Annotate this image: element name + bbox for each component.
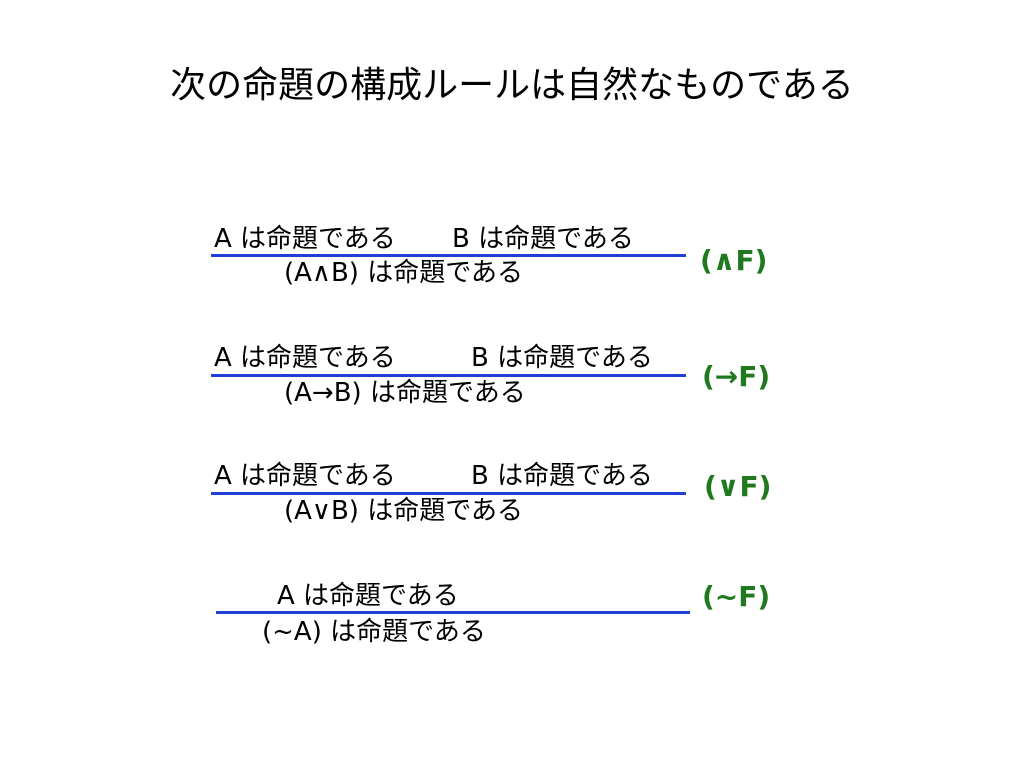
inference-bar bbox=[211, 374, 686, 377]
rule-name: (∧F) bbox=[700, 244, 768, 277]
rule-name: (→F) bbox=[702, 360, 771, 393]
premise-a: A は命題である bbox=[214, 461, 396, 491]
premise-a: A は命題である bbox=[214, 343, 396, 373]
rule-name: (~F) bbox=[702, 580, 771, 613]
inference-bar bbox=[216, 611, 690, 614]
premise-b: B は命題である bbox=[471, 343, 653, 373]
inference-bar bbox=[211, 254, 686, 257]
premise-a: A は命題である bbox=[214, 224, 396, 254]
premise-b: B は命題である bbox=[471, 461, 653, 491]
conclusion: (A∧B) は命題である bbox=[284, 258, 523, 288]
rule-name: (∨F) bbox=[704, 470, 772, 503]
premise-a: A は命題である bbox=[277, 581, 459, 611]
inference-bar bbox=[211, 492, 686, 495]
premise-b: B は命題である bbox=[452, 224, 634, 254]
conclusion: (A→B) は命題である bbox=[284, 378, 526, 408]
conclusion: (A∨B) は命題である bbox=[284, 496, 523, 526]
slide-title: 次の命題の構成ルールは自然なものである bbox=[170, 65, 854, 106]
conclusion: (~A) は命題である bbox=[262, 617, 486, 647]
